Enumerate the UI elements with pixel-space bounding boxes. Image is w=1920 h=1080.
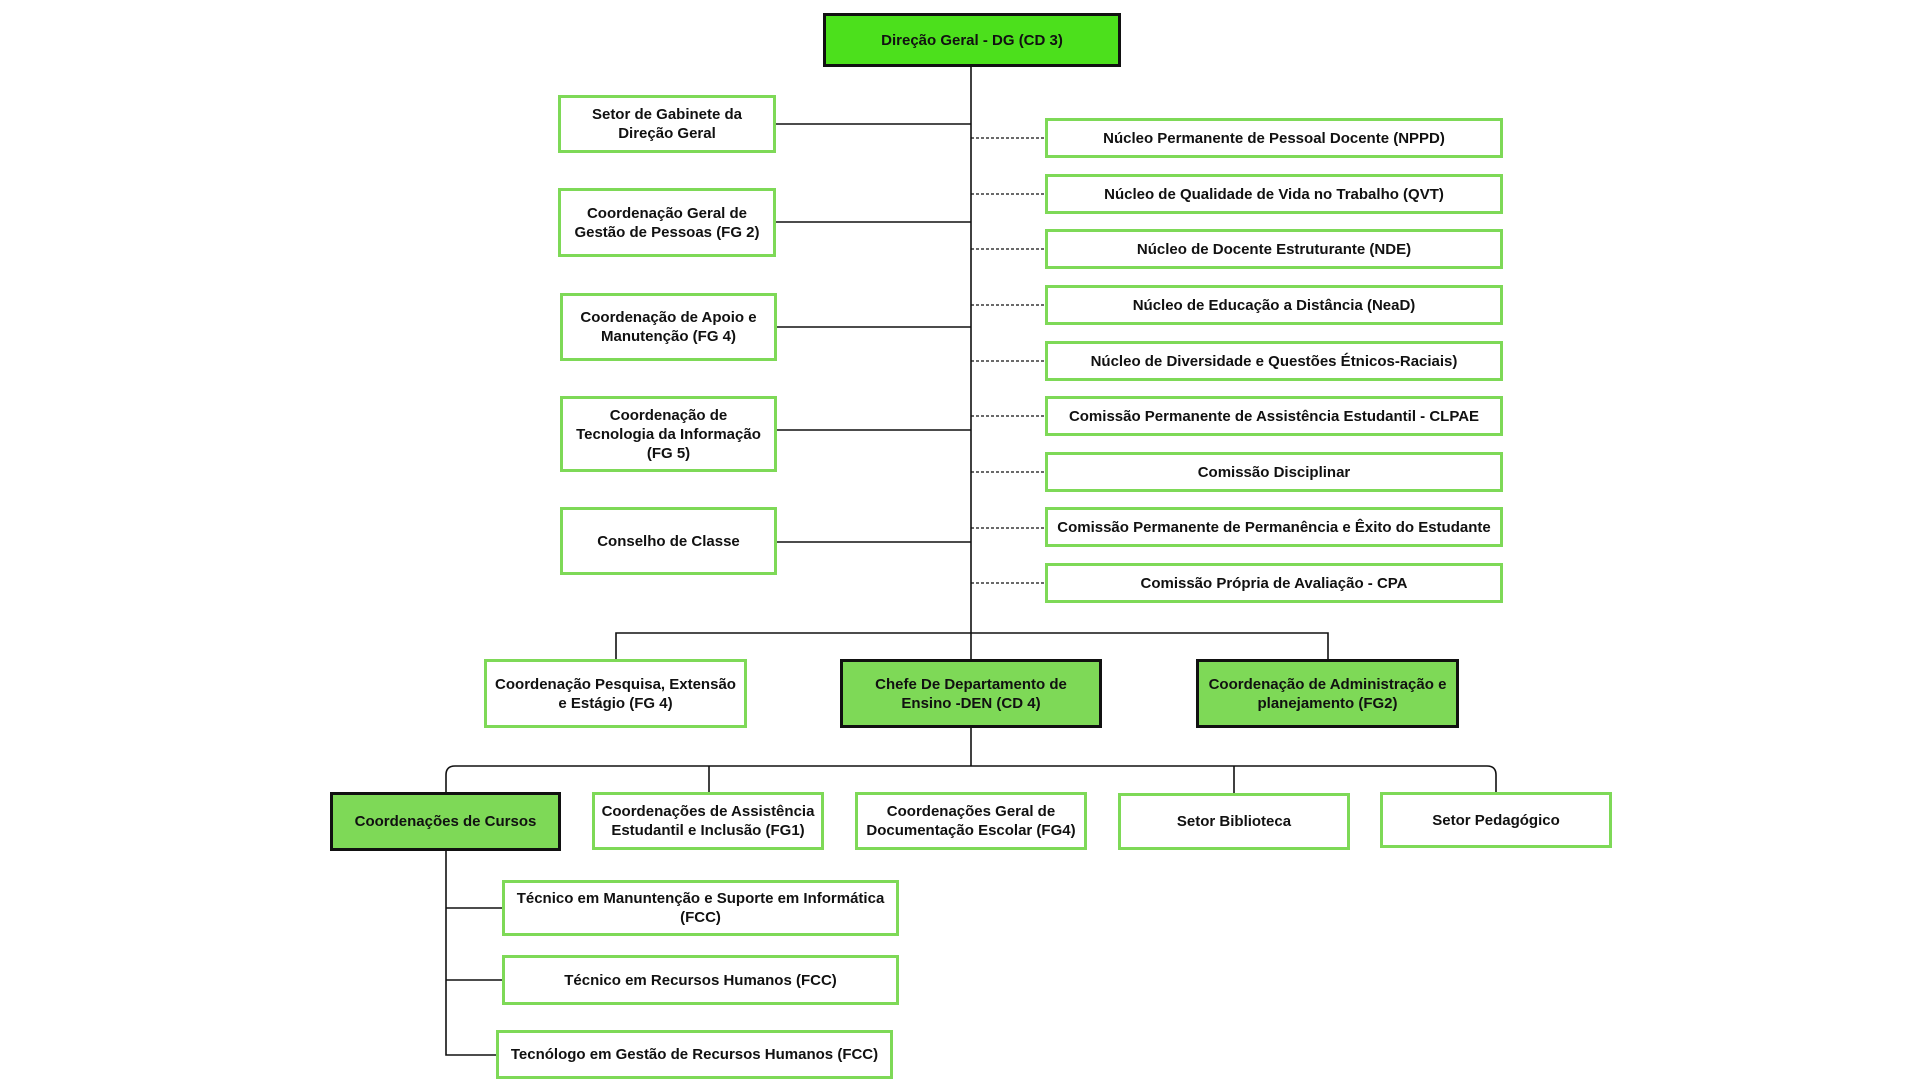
node-direcao-geral: Direção Geral - DG (CD 3) [823, 13, 1121, 67]
node-coord-documentacao: Coordenações Geral de Documentação Escol… [855, 792, 1087, 850]
node-comissao-permanencia: Comissão Permanente de Permanência e Êxi… [1045, 507, 1503, 547]
node-coord-tecnologia: Coordenação de Tecnologia da Informação … [560, 396, 777, 472]
node-coord-gestao-pessoas: Coordenação Geral de Gestão de Pessoas (… [558, 188, 776, 257]
level3-bus [445, 765, 1497, 793]
node-conselho-classe: Conselho de Classe [560, 507, 777, 575]
level2-bus [615, 632, 1329, 660]
node-cpa: Comissão Própria de Avaliação - CPA [1045, 563, 1503, 603]
node-setor-biblioteca: Setor Biblioteca [1118, 793, 1350, 850]
node-clpae: Comissão Permanente de Assistência Estud… [1045, 396, 1503, 436]
node-curso-manutencao: Técnico em Manuntenção e Suporte em Info… [502, 880, 899, 936]
node-coord-apoio-manutencao: Coordenação de Apoio e Manutenção (FG 4) [560, 293, 777, 361]
node-nead: Núcleo de Educação a Distância (NeaD) [1045, 285, 1503, 325]
node-nde: Núcleo de Docente Estruturante (NDE) [1045, 229, 1503, 269]
node-curso-rh: Técnico em Recursos Humanos (FCC) [502, 955, 899, 1005]
node-setor-gabinete: Setor de Gabinete da Direção Geral [558, 95, 776, 153]
node-setor-pedagogico: Setor Pedagógico [1380, 792, 1612, 848]
node-nppd: Núcleo Permanente de Pessoal Docente (NP… [1045, 118, 1503, 158]
node-coord-pesquisa: Coordenação Pesquisa, Extensão e Estágio… [484, 659, 747, 728]
node-coord-assistencia: Coordenações de Assistência Estudantil e… [592, 792, 824, 850]
node-qvt: Núcleo de Qualidade de Vida no Trabalho … [1045, 174, 1503, 214]
node-chefe-den: Chefe De Departamento de Ensino -DEN (CD… [840, 659, 1102, 728]
node-curso-tecnologo-rh: Tecnólogo em Gestão de Recursos Humanos … [496, 1030, 893, 1079]
node-coord-administracao: Coordenação de Administração e planejame… [1196, 659, 1459, 728]
node-diversidade: Núcleo de Diversidade e Questões Étnicos… [1045, 341, 1503, 381]
node-coord-cursos: Coordenações de Cursos [330, 792, 561, 851]
courses-trunk [445, 851, 496, 1056]
node-comissao-disciplinar: Comissão Disciplinar [1045, 452, 1503, 492]
